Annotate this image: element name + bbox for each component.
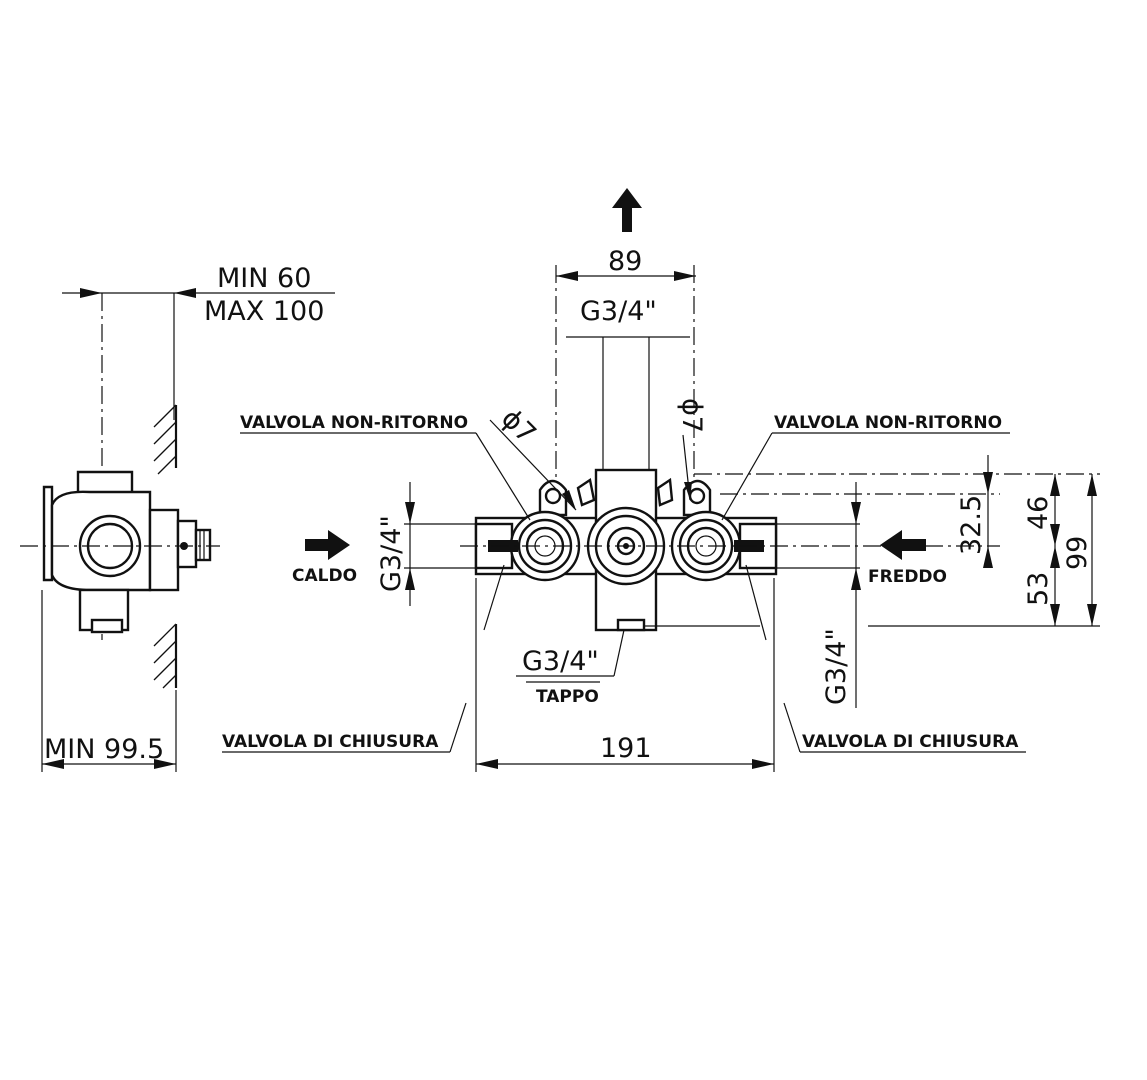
dim-left-thread xyxy=(404,482,476,606)
dim-191: 191 xyxy=(600,733,652,764)
label-freddo: FREDDO xyxy=(868,567,947,587)
valve-side-body xyxy=(42,470,212,634)
dim-min-99-5: MIN 99.5 xyxy=(44,734,164,765)
arrow-left-icon xyxy=(880,530,926,560)
thread-bottom: G3/4" xyxy=(522,646,599,677)
label-valvola-non-ritorno-left: VALVOLA NON-RITORNO xyxy=(240,413,468,433)
dim-89-lines xyxy=(555,265,696,520)
dim-right-lines xyxy=(644,455,1100,708)
dim-phi7-left: ϕ7 xyxy=(495,403,542,450)
label-tappo: TAPPO xyxy=(536,687,599,707)
thread-left: G3/4" xyxy=(376,515,407,592)
arrow-right-icon xyxy=(305,530,350,560)
label-caldo: CALDO xyxy=(292,566,357,586)
wall-hatch xyxy=(153,404,178,689)
label-valvola-chiusura-right: VALVOLA DI CHIUSURA xyxy=(802,732,1019,752)
dim-max-100: MAX 100 xyxy=(204,296,324,327)
label-valvola-chiusura-left: VALVOLA DI CHIUSURA xyxy=(222,732,439,752)
thread-right: G3/4" xyxy=(821,628,852,705)
dim-32-5: 32.5 xyxy=(956,495,987,555)
arrow-up-icon xyxy=(612,188,642,232)
dim-191-lines xyxy=(475,578,775,772)
thread-top: G3/4" xyxy=(580,296,657,327)
dim-phi7-right: ϕ7 xyxy=(676,398,707,433)
dim-89: 89 xyxy=(608,246,642,277)
dim-min-60: MIN 60 xyxy=(217,263,311,294)
side-view xyxy=(20,288,335,772)
label-valvola-non-ritorno-right: VALVOLA NON-RITORNO xyxy=(774,413,1002,433)
dim-99: 99 xyxy=(1062,536,1093,570)
dim-53: 53 xyxy=(1023,572,1054,606)
dim-46: 46 xyxy=(1023,496,1054,530)
